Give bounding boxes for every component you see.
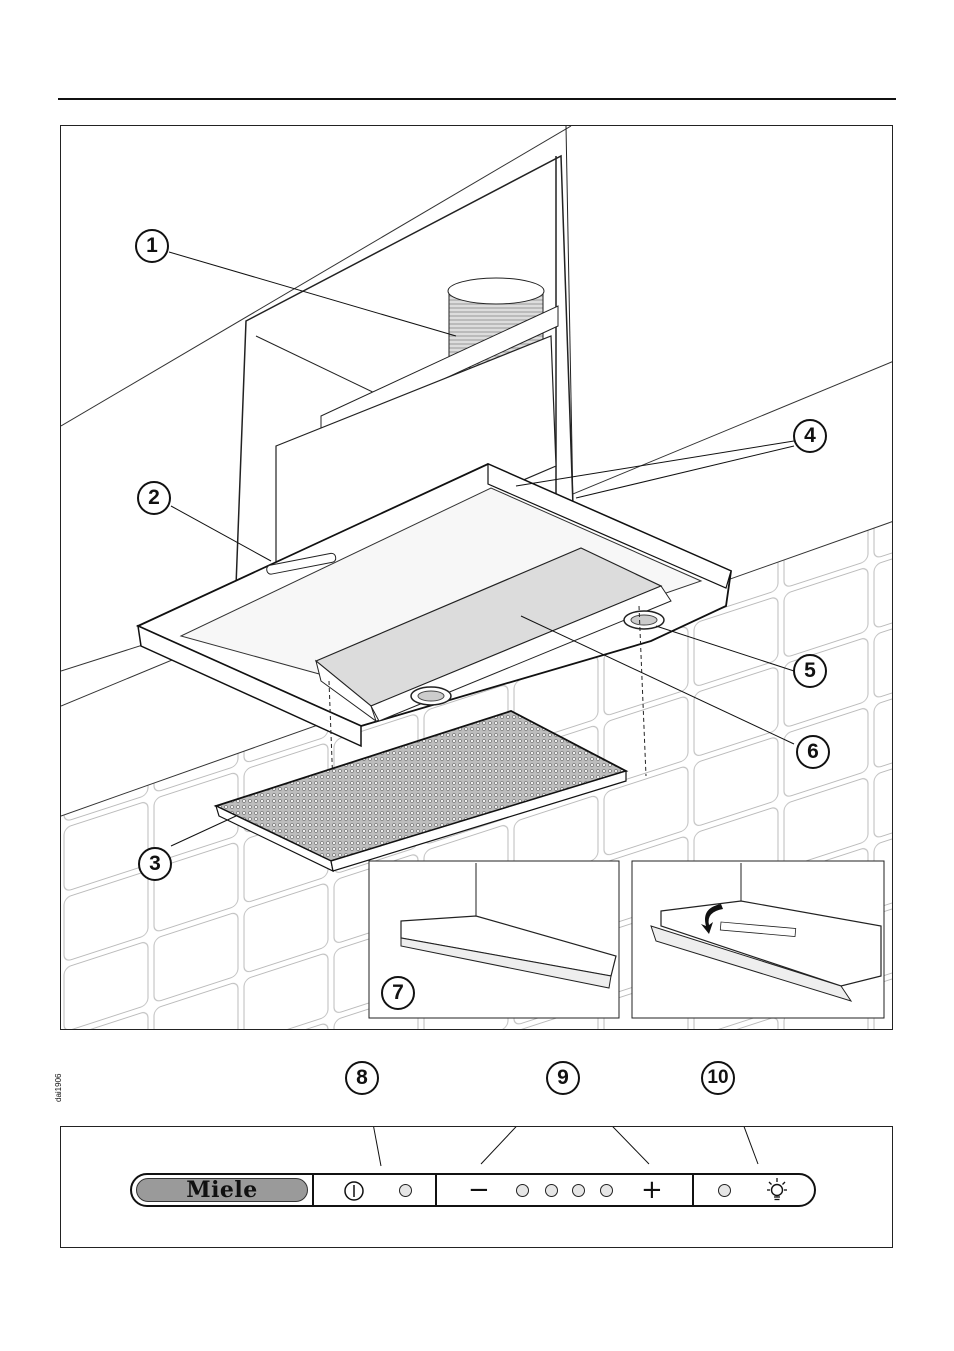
power-icon[interactable]: [343, 1180, 365, 1202]
control-strip: Miele − +: [130, 1173, 816, 1207]
callout-5: 5: [793, 654, 827, 688]
divider-2: [435, 1175, 437, 1205]
plus-button[interactable]: +: [641, 1177, 663, 1203]
callout-2: 2: [137, 481, 171, 515]
callout-4: 4: [793, 419, 827, 453]
main-illustration: [60, 125, 893, 1030]
fan-level-2-led: [545, 1184, 558, 1197]
light-led: [718, 1184, 731, 1197]
callout-7: 7: [381, 976, 415, 1010]
callout-9: 9: [546, 1061, 580, 1095]
callout-10: 10: [701, 1061, 735, 1095]
light-bulb-icon[interactable]: [764, 1177, 790, 1203]
miele-logo: Miele: [136, 1178, 308, 1202]
callout-1: 1: [135, 229, 169, 263]
callout-3: 3: [138, 847, 172, 881]
hood-illustration: [61, 126, 893, 1030]
divider-3: [692, 1175, 694, 1205]
fan-level-1-led: [516, 1184, 529, 1197]
callout-8: 8: [345, 1061, 379, 1095]
divider-1: [312, 1175, 314, 1205]
power-led: [399, 1184, 412, 1197]
fan-level-3-led: [572, 1184, 585, 1197]
minus-button[interactable]: −: [468, 1177, 490, 1203]
callout-6: 6: [796, 735, 830, 769]
image-code: dai1906: [54, 1042, 74, 1102]
fan-level-4-led: [600, 1184, 613, 1197]
header-rule: [58, 98, 896, 100]
